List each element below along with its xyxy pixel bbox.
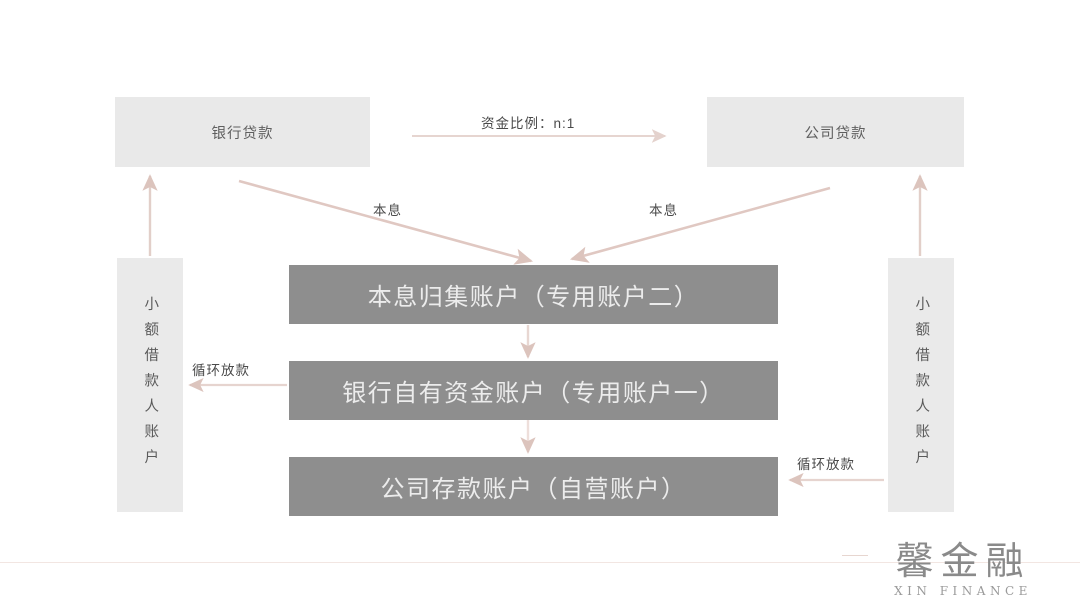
node-collection-account-label: 本息归集账户（专用账户二）: [367, 284, 700, 311]
brand-name-cn: 馨金融: [895, 539, 1031, 584]
node-collection-account[interactable]: 本息归集账户（专用账户二）: [289, 265, 778, 324]
label-principal-interest-right: 本息: [649, 203, 678, 218]
node-left-borrower-account-label: 小额借款人账户: [142, 295, 159, 475]
node-left-borrower-account[interactable]: 小额借款人账户: [117, 258, 183, 512]
brand-logo: 馨金融 XIN FINANCE: [868, 539, 1058, 598]
node-bank-own-funds-account[interactable]: 银行自有资金账户（专用账户一）: [289, 361, 778, 420]
node-bank-loan[interactable]: 银行贷款: [115, 97, 370, 167]
label-revolving-right: 循环放款: [797, 457, 855, 472]
brand-name-en: XIN FINANCE: [894, 584, 1032, 598]
node-company-loan[interactable]: 公司贷款: [707, 97, 964, 167]
node-company-deposit-account[interactable]: 公司存款账户（自营账户）: [289, 457, 778, 516]
label-principal-interest-left: 本息: [373, 203, 402, 218]
node-bank-loan-label: 银行贷款: [211, 125, 274, 142]
node-company-loan-label: 公司贷款: [804, 125, 867, 142]
node-bank-own-funds-account-label: 银行自有资金账户（专用账户一）: [342, 380, 725, 407]
footer-divider: [0, 562, 1080, 563]
arrow-company-to-collection: [569, 186, 831, 263]
arrow-bank-to-collection: [238, 179, 534, 265]
node-company-deposit-account-label: 公司存款账户（自营账户）: [380, 476, 687, 503]
label-revolving-left: 循环放款: [192, 363, 250, 378]
node-right-borrower-account[interactable]: 小额借款人账户: [888, 258, 954, 512]
label-capital-ratio: 资金比例：n:1: [481, 116, 576, 131]
brand-dash: [842, 555, 868, 556]
node-right-borrower-account-label: 小额借款人账户: [913, 295, 930, 475]
